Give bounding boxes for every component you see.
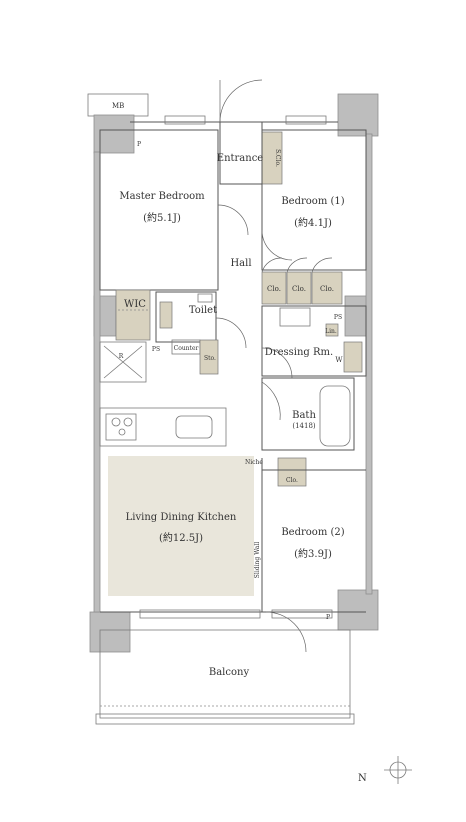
p-label-bottom: P — [326, 614, 330, 621]
master-bedroom-size: (約5.1J) — [143, 211, 181, 224]
ps-label-left: PS — [152, 346, 160, 353]
closet3-label: Clo. — [320, 285, 334, 293]
closet2-label: Clo. — [292, 285, 306, 293]
bath-room — [261, 377, 355, 451]
ldk-floor — [108, 456, 254, 596]
wic-label: WIC — [124, 299, 146, 310]
bedroom2-label: Bedroom (2) — [281, 527, 344, 538]
window-bedroom2 — [271, 609, 333, 619]
storage-label: Sto. — [204, 355, 216, 362]
shoe-closet-label: S.Clo. — [274, 149, 281, 167]
stove-icon — [105, 413, 137, 441]
column-bottom-right — [337, 589, 379, 631]
master-bedroom-label: Master Bedroom — [119, 191, 205, 202]
dressing-room — [261, 305, 367, 377]
balcony-label: Balcony — [209, 667, 250, 678]
washer-space — [343, 341, 363, 373]
toilet-label: Toilet — [189, 305, 217, 316]
window-bedroom1 — [285, 115, 327, 125]
bedroom1-room — [261, 129, 367, 271]
entrance-label: Entrance — [217, 153, 264, 164]
bedroom2-size: (約3.9J) — [294, 547, 332, 560]
closet-3 — [311, 271, 343, 305]
bedroom1-size: (約4.1J) — [294, 216, 332, 229]
bath-label: Bath — [292, 410, 316, 421]
washer-label: W — [335, 356, 343, 364]
master-bedroom-room — [99, 129, 219, 291]
column-bottom-left — [89, 611, 131, 653]
wall-east — [365, 133, 373, 595]
north-label: N — [358, 773, 367, 784]
kitchen-fridge-area — [99, 341, 147, 383]
closet-1 — [261, 271, 287, 305]
sliding-wall-label: Sliding Wall — [254, 542, 261, 578]
toilet-room — [155, 291, 217, 343]
window-master-bedroom — [164, 115, 206, 125]
window-ldk — [139, 609, 261, 619]
bath-size: (1418) — [292, 422, 316, 430]
ldk-size: (約12.5J) — [159, 531, 203, 544]
closet-2 — [286, 271, 312, 305]
hall-label: Hall — [230, 258, 251, 269]
counter-label: Counter — [174, 345, 199, 352]
wic-room — [115, 289, 151, 341]
bathtub-icon — [319, 385, 351, 447]
balcony-area — [99, 629, 351, 719]
ldk-label: Living Dining Kitchen — [126, 512, 237, 523]
bedroom1-label: Bedroom (1) — [281, 196, 344, 207]
wall-west — [93, 151, 101, 613]
linen-label: Lin. — [325, 328, 337, 335]
sink-icon — [175, 415, 213, 439]
mb-label: MB — [112, 102, 124, 110]
r-label: R — [119, 353, 124, 360]
ps-label-right: PS — [334, 314, 342, 321]
closet-bedroom2-label: Clo. — [286, 477, 298, 484]
storage-closet — [199, 339, 219, 375]
column-top-left — [93, 114, 135, 154]
niche-label: Niche — [245, 459, 263, 466]
dressing-room-label: Dressing Rm. — [265, 347, 333, 358]
p-label-top: P — [137, 141, 141, 148]
entrance-door — [219, 79, 263, 123]
column-top-right — [337, 93, 379, 137]
kitchen-counter — [99, 407, 227, 447]
closet-bedroom2 — [277, 457, 307, 487]
closet1-label: Clo. — [267, 285, 281, 293]
